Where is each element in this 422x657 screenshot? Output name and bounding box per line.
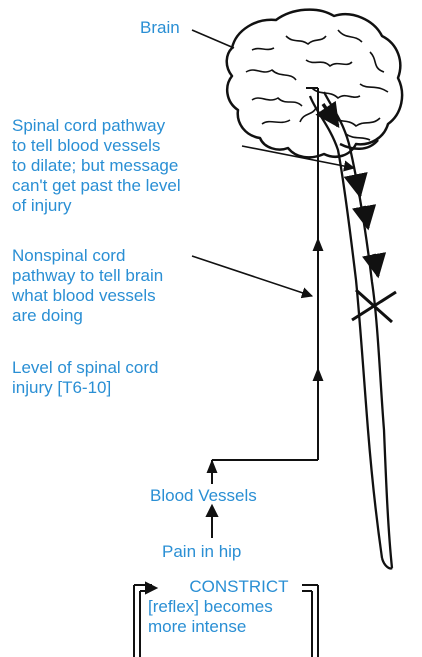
nonspinal-pathway-line (208, 88, 322, 484)
reflex-line-1: [reflex] becomes (148, 597, 316, 617)
pain-in-hip-label: Pain in hip (162, 542, 241, 562)
spinal-cord-icon (310, 92, 392, 569)
blood-vessels-label: Blood Vessels (150, 486, 257, 506)
spinal-pathway-label: Spinal cord pathway to tell blood vessel… (12, 116, 181, 216)
brain-label: Brain (140, 18, 180, 38)
descending-arrows (323, 104, 378, 276)
nonspinal-pathway-label: Nonspinal cord pathway to tell brain wha… (12, 246, 163, 326)
reflex-box-label: CONSTRICT [reflex] becomes more intense (148, 577, 316, 637)
constrict-label: CONSTRICT (148, 577, 316, 597)
reflex-line-2: more intense (148, 617, 316, 637)
level-of-injury-label: Level of spinal cord injury [T6-10] (12, 358, 158, 398)
brain-icon (227, 10, 402, 158)
pain-to-vessels-arrow (207, 506, 217, 538)
